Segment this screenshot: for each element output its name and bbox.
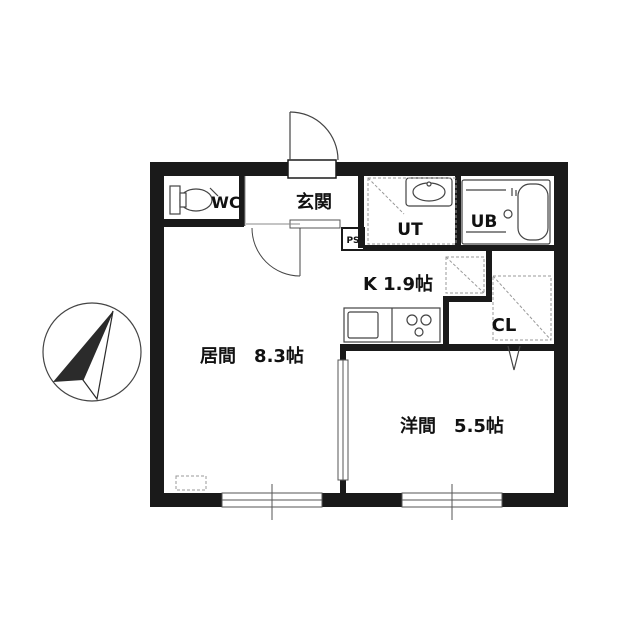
room-label-entrance: 玄関 — [296, 191, 332, 213]
front-door — [287, 111, 339, 179]
ac-outlet-mark — [175, 475, 207, 491]
room-label-living: 居間 8.3帖 — [200, 345, 304, 367]
living-window — [221, 484, 323, 520]
closet-details — [492, 275, 552, 341]
room-label-ps: PS — [346, 236, 359, 246]
washbasin-icon — [405, 177, 453, 207]
room-label-kitchen: K 1.9帖 — [363, 273, 433, 295]
outer-walls — [150, 162, 568, 507]
room-label-ub: UB — [471, 212, 498, 232]
sink-icon — [347, 311, 379, 339]
kitchen-counter — [343, 307, 441, 343]
washing-machine-space — [367, 177, 457, 245]
fridge-space — [445, 256, 485, 294]
stove-burner-icon — [406, 314, 418, 326]
toilet-icon — [169, 185, 219, 215]
room-label-ut: UT — [397, 220, 423, 240]
room-label-wc: WC — [211, 193, 240, 212]
room-label-closet: CL — [492, 315, 517, 336]
sliding-door — [337, 359, 349, 481]
entrance-floor — [244, 176, 341, 277]
stove-burner-icon — [420, 314, 432, 326]
north-arrow-icon — [42, 302, 142, 402]
bathtub-icon — [461, 179, 551, 245]
stove-burner-icon — [414, 327, 424, 337]
room-label-western: 洋間 5.5帖 — [400, 415, 504, 437]
western-window — [401, 484, 503, 520]
closet-door — [507, 345, 521, 371]
